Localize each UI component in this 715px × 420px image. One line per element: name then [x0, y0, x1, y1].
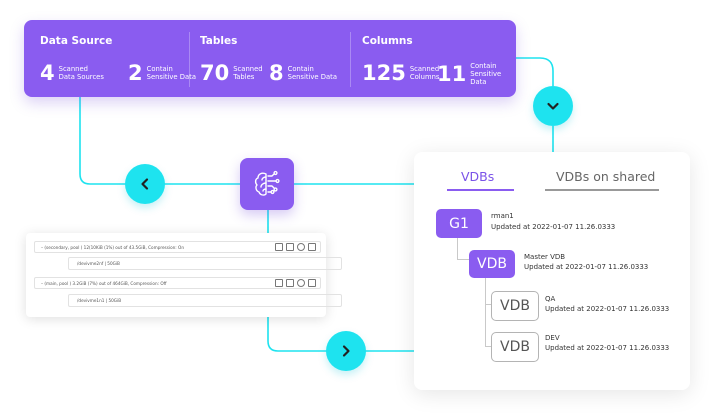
pool-child-row[interactable]: /devivme1n1 | 50GiB	[68, 294, 342, 307]
tree-connector	[485, 304, 491, 306]
back-button[interactable]	[125, 164, 165, 204]
pool-row-text: – (secondary, pool ) 12(10KiB (1%) out o…	[41, 244, 184, 250]
node-name: QA	[545, 295, 556, 303]
storage-pool-panel: – (secondary, pool ) 12(10KiB (1%) out o…	[26, 233, 342, 317]
stat-value: 70	[200, 61, 230, 85]
stat-value: 2	[128, 61, 143, 85]
node-updated: Updated at 2022-01-07 11.26.0333	[545, 305, 670, 313]
pool-row[interactable]: – (secondary, pool ) 12(10KiB (1%) out o…	[34, 241, 321, 253]
save-icon[interactable]	[275, 243, 283, 251]
ai-engine-button[interactable]	[240, 158, 294, 210]
pool-child-text: /devivme1n1 | 50GiB	[77, 298, 122, 303]
dev-vdb-node[interactable]: VDB	[491, 332, 539, 362]
vdb-panel: VDBs VDBs on shared G1 rman1 Updated at …	[414, 152, 690, 390]
stat-value: 8	[269, 61, 284, 85]
pool-child-row[interactable]: /devivme2nf | 50GiB	[68, 257, 342, 270]
copy-icon[interactable]	[286, 279, 294, 287]
pool-child-text: /devivme2nf | 50GiB	[77, 261, 120, 266]
pool-row[interactable]: – (main, pool ) 3.2GiB (7%) out of 464Gi…	[34, 277, 321, 289]
stat-value: 11	[437, 62, 467, 86]
chevron-left-icon	[141, 178, 149, 190]
node-name: Master VDB	[524, 253, 566, 261]
tab-vdbs[interactable]: VDBs	[461, 169, 495, 184]
node-updated: Updated at 2022-01-07 11.26.0333	[545, 344, 670, 352]
chevron-right-icon	[342, 345, 350, 357]
node-name: DEV	[545, 334, 560, 342]
tree-connector	[457, 238, 459, 260]
forward-button[interactable]	[326, 331, 366, 371]
save-icon[interactable]	[275, 279, 283, 287]
stat-value: 125	[362, 61, 406, 85]
pool-row-actions	[275, 279, 316, 287]
copy-icon[interactable]	[286, 243, 294, 251]
trash-icon[interactable]	[308, 243, 316, 251]
node-name: rman1	[491, 212, 514, 220]
pool-row-actions	[275, 243, 316, 251]
tree-connector	[485, 278, 487, 346]
divider	[189, 32, 190, 87]
info-icon[interactable]	[297, 279, 305, 287]
expand-button[interactable]	[533, 86, 573, 126]
chevron-down-icon	[547, 102, 559, 110]
tab-vdbs-on-shared[interactable]: VDBs on shared	[556, 169, 656, 184]
trash-icon[interactable]	[308, 279, 316, 287]
tree-connector	[485, 346, 491, 348]
pool-row-text: – (main, pool ) 3.2GiB (7%) out of 464Gi…	[41, 280, 167, 286]
qa-vdb-node[interactable]: VDB	[491, 291, 539, 321]
columns-title: Columns	[362, 35, 413, 47]
tables-title: Tables	[200, 35, 238, 47]
tab-underline	[545, 189, 659, 191]
stat-value: 4	[40, 61, 55, 85]
tree-connector	[457, 259, 469, 261]
divider	[350, 32, 351, 87]
node-updated: Updated at 2022-01-07 11.26.0333	[524, 263, 649, 271]
active-tab-indicator	[447, 189, 514, 191]
data-source-title: Data Source	[40, 35, 113, 47]
g1-node[interactable]: G1	[436, 209, 482, 238]
node-updated: Updated at 2022-01-07 11.26.0333	[491, 223, 616, 231]
ai-brain-circuit-icon	[254, 170, 280, 196]
master-vdb-node[interactable]: VDB	[469, 250, 515, 278]
info-icon[interactable]	[297, 243, 305, 251]
